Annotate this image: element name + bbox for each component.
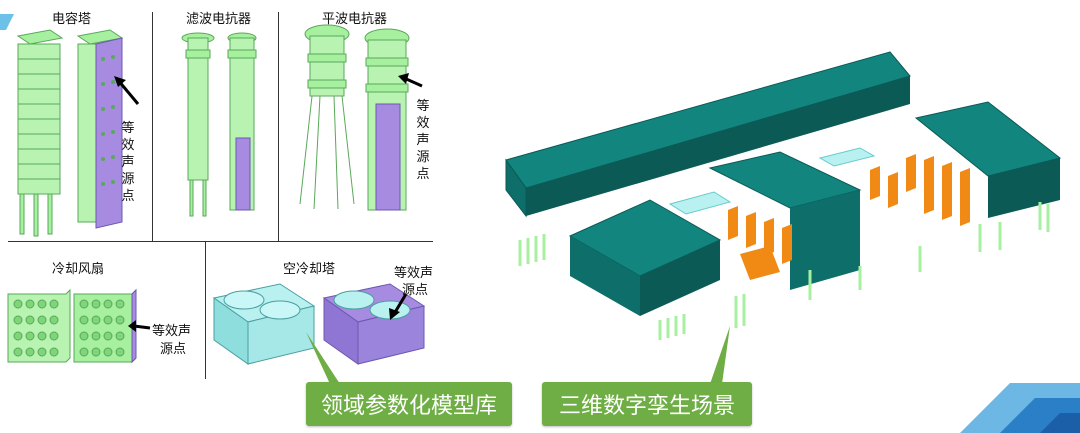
tower-source-label-b: 源点 xyxy=(402,283,429,298)
corner-decor-topleft xyxy=(0,14,14,30)
cooling-fan-model xyxy=(7,288,151,364)
air-cooling-tower-title: 空冷却塔 xyxy=(283,262,336,277)
filter-reactor-title: 滤波电抗器 xyxy=(186,12,252,27)
cooling-fan-title: 冷却风扇 xyxy=(52,262,105,277)
fan-source-label-a: 等效声 xyxy=(152,324,192,339)
divider-v2 xyxy=(278,12,279,242)
capacitor-source-label: 等效声源点 xyxy=(121,121,135,204)
divider-v1 xyxy=(152,12,153,242)
digital-twin-button[interactable]: 三维数字孪生场景 xyxy=(542,382,752,426)
smoothing-reactor-model xyxy=(299,24,423,211)
model-library-button[interactable]: 领域参数化模型库 xyxy=(306,382,512,426)
digital-twin-scene xyxy=(505,51,1062,340)
filter-reactor-model xyxy=(181,32,257,217)
tower-source-label-a: 等效声 xyxy=(394,266,434,281)
capacitor-tower-model xyxy=(16,29,140,237)
smoothing-source-label: 等效声源点 xyxy=(416,99,430,182)
fan-source-label-b: 源点 xyxy=(160,342,187,357)
smoothing-reactor-title: 平波电抗器 xyxy=(322,12,388,27)
air-cooling-tower-model xyxy=(212,283,426,365)
corner-decor-bottomright xyxy=(960,383,1080,433)
capacitor-tower-title: 电容塔 xyxy=(52,12,92,27)
divider-h xyxy=(8,241,433,242)
divider-v3 xyxy=(205,241,206,379)
